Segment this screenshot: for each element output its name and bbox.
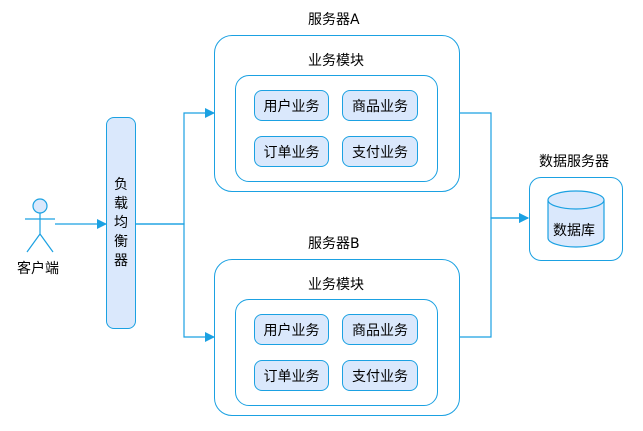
client-label: 客户端 — [17, 261, 59, 277]
server-b-module-title: 业务模块 — [308, 277, 364, 293]
db-server-title: 数据服务器 — [539, 154, 609, 170]
lb-char: 衡 — [114, 233, 128, 250]
server-b-order-business: 订单业务 — [254, 360, 329, 391]
server-a-title: 服务器A — [308, 12, 360, 28]
lb-char: 负 — [114, 176, 128, 193]
server-a-user-business: 用户业务 — [254, 90, 329, 121]
lb-to-server-b-edge — [136, 223, 215, 342]
server-b-title: 服务器B — [308, 236, 360, 252]
server-b-to-db-edge — [460, 213, 529, 338]
server-a-payment-business: 支付业务 — [342, 136, 418, 167]
client-actor-icon — [25, 198, 55, 253]
lb-char: 载 — [114, 195, 128, 212]
server-a-order-business: 订单业务 — [254, 136, 329, 167]
server-a-product-business: 商品业务 — [342, 90, 418, 121]
server-b-product-business: 商品业务 — [342, 314, 418, 345]
load-balancer: 负 载 均 衡 器 — [106, 117, 136, 329]
lb-to-server-a-edge — [136, 108, 215, 225]
server-b-payment-business: 支付业务 — [342, 360, 418, 391]
server-a-module-title: 业务模块 — [308, 53, 364, 69]
server-b-user-business: 用户业务 — [254, 314, 329, 345]
lb-char: 均 — [114, 214, 128, 231]
database-cylinder-icon — [547, 190, 605, 248]
database-label: 数据库 — [553, 223, 595, 239]
lb-char: 器 — [114, 252, 128, 269]
server-a-to-db-edge — [460, 112, 529, 223]
